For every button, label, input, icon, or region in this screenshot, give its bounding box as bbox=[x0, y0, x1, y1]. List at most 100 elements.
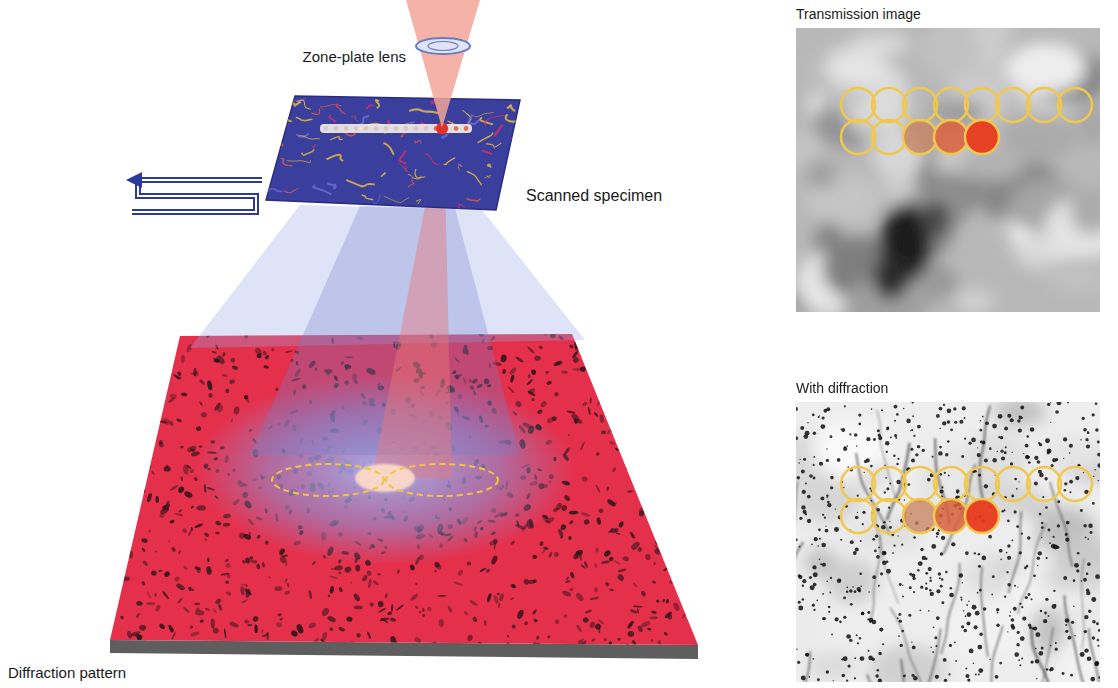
speckle-dot bbox=[682, 425, 686, 432]
particle bbox=[846, 634, 851, 639]
particle bbox=[1039, 443, 1042, 446]
speckle-dot bbox=[534, 355, 541, 361]
particle bbox=[826, 448, 827, 449]
particle bbox=[1005, 446, 1007, 448]
speckle-dot bbox=[662, 599, 666, 603]
particle bbox=[1018, 659, 1020, 661]
speckle-dot bbox=[635, 450, 644, 458]
particle bbox=[925, 558, 927, 560]
speckle-dot bbox=[546, 371, 549, 373]
speckle-dot bbox=[225, 559, 230, 563]
speckle-dot bbox=[563, 614, 568, 619]
speckle-dot bbox=[457, 569, 464, 577]
image-panel: With diffraction bbox=[796, 380, 1100, 682]
speckle-dot bbox=[244, 619, 249, 623]
speckle-dot bbox=[276, 622, 283, 628]
speckle-dot bbox=[533, 642, 542, 645]
particle bbox=[974, 470, 977, 473]
density-blob bbox=[993, 402, 1046, 426]
speckle-dot bbox=[527, 387, 536, 394]
particle bbox=[903, 408, 905, 410]
particle bbox=[1069, 444, 1073, 448]
speckle-dot bbox=[582, 401, 588, 406]
specimen-streak bbox=[469, 116, 479, 124]
particle bbox=[966, 622, 970, 626]
speckle-dot bbox=[629, 362, 632, 367]
scan-position bbox=[324, 126, 329, 131]
specimen-streak bbox=[507, 105, 515, 111]
particle bbox=[1033, 574, 1036, 577]
speckle-dot bbox=[523, 621, 528, 626]
speckle-dot bbox=[532, 554, 537, 559]
particle bbox=[1080, 439, 1082, 441]
particle bbox=[860, 656, 865, 661]
specimen-streak bbox=[297, 100, 311, 109]
speckle-dot bbox=[686, 499, 693, 509]
particle bbox=[1011, 540, 1013, 542]
particle bbox=[1021, 657, 1023, 659]
speckle-dot bbox=[670, 382, 674, 386]
specimen-streak bbox=[273, 151, 277, 155]
speckle-dot bbox=[615, 360, 619, 363]
speckle-dot bbox=[685, 375, 695, 381]
particle bbox=[833, 680, 834, 681]
speckle-dot bbox=[108, 482, 114, 489]
speckle-dot bbox=[694, 499, 697, 503]
particle bbox=[881, 525, 886, 530]
speckle-dot bbox=[295, 623, 304, 634]
particle bbox=[1055, 642, 1057, 644]
particle bbox=[911, 674, 914, 677]
particle bbox=[878, 546, 880, 548]
particle bbox=[1042, 496, 1044, 498]
fiber bbox=[1009, 511, 1022, 593]
particle bbox=[868, 656, 873, 661]
particle bbox=[803, 458, 806, 461]
particle bbox=[882, 560, 887, 565]
micrograph bbox=[796, 402, 1100, 682]
particle bbox=[1076, 569, 1079, 572]
specimen-streak bbox=[471, 112, 493, 117]
speckle-dot bbox=[642, 339, 648, 345]
particle bbox=[854, 433, 858, 437]
specimen-streak bbox=[467, 198, 481, 201]
particle bbox=[1026, 565, 1029, 568]
particle bbox=[968, 601, 970, 603]
speckle-dot bbox=[583, 518, 591, 525]
particle bbox=[830, 476, 834, 480]
speckle-dot bbox=[447, 605, 453, 613]
speckle-dot bbox=[194, 603, 200, 606]
particle bbox=[1087, 431, 1090, 434]
fiber bbox=[941, 563, 960, 654]
speckle-dot bbox=[162, 591, 170, 600]
particle bbox=[980, 429, 983, 432]
particle bbox=[936, 616, 940, 620]
speckle-dot bbox=[606, 498, 617, 508]
speckle-dot bbox=[190, 505, 194, 509]
particle bbox=[868, 591, 869, 592]
particle bbox=[1083, 472, 1084, 473]
scan-circle bbox=[841, 120, 875, 154]
speckle-dot bbox=[126, 467, 132, 473]
particle bbox=[966, 604, 968, 606]
speckle-dot bbox=[334, 565, 343, 571]
speckle-dot bbox=[181, 355, 185, 363]
scan-position bbox=[374, 126, 379, 131]
particle bbox=[1038, 551, 1042, 555]
speckle-dot bbox=[569, 511, 579, 515]
particle bbox=[1011, 495, 1014, 498]
particle bbox=[1073, 606, 1075, 608]
speckle-dot bbox=[338, 587, 343, 593]
speckle-dot bbox=[414, 636, 422, 644]
speckle-dot bbox=[656, 515, 660, 523]
speckle-dot bbox=[155, 604, 162, 612]
speckle-dot bbox=[467, 561, 472, 565]
particle bbox=[1069, 452, 1071, 454]
particle bbox=[825, 526, 826, 527]
particle bbox=[1053, 590, 1055, 592]
particle bbox=[854, 590, 857, 593]
particle bbox=[1074, 563, 1079, 568]
specimen-streak bbox=[366, 105, 373, 108]
particle bbox=[881, 409, 883, 411]
particle bbox=[827, 501, 830, 504]
particle bbox=[1083, 578, 1087, 582]
